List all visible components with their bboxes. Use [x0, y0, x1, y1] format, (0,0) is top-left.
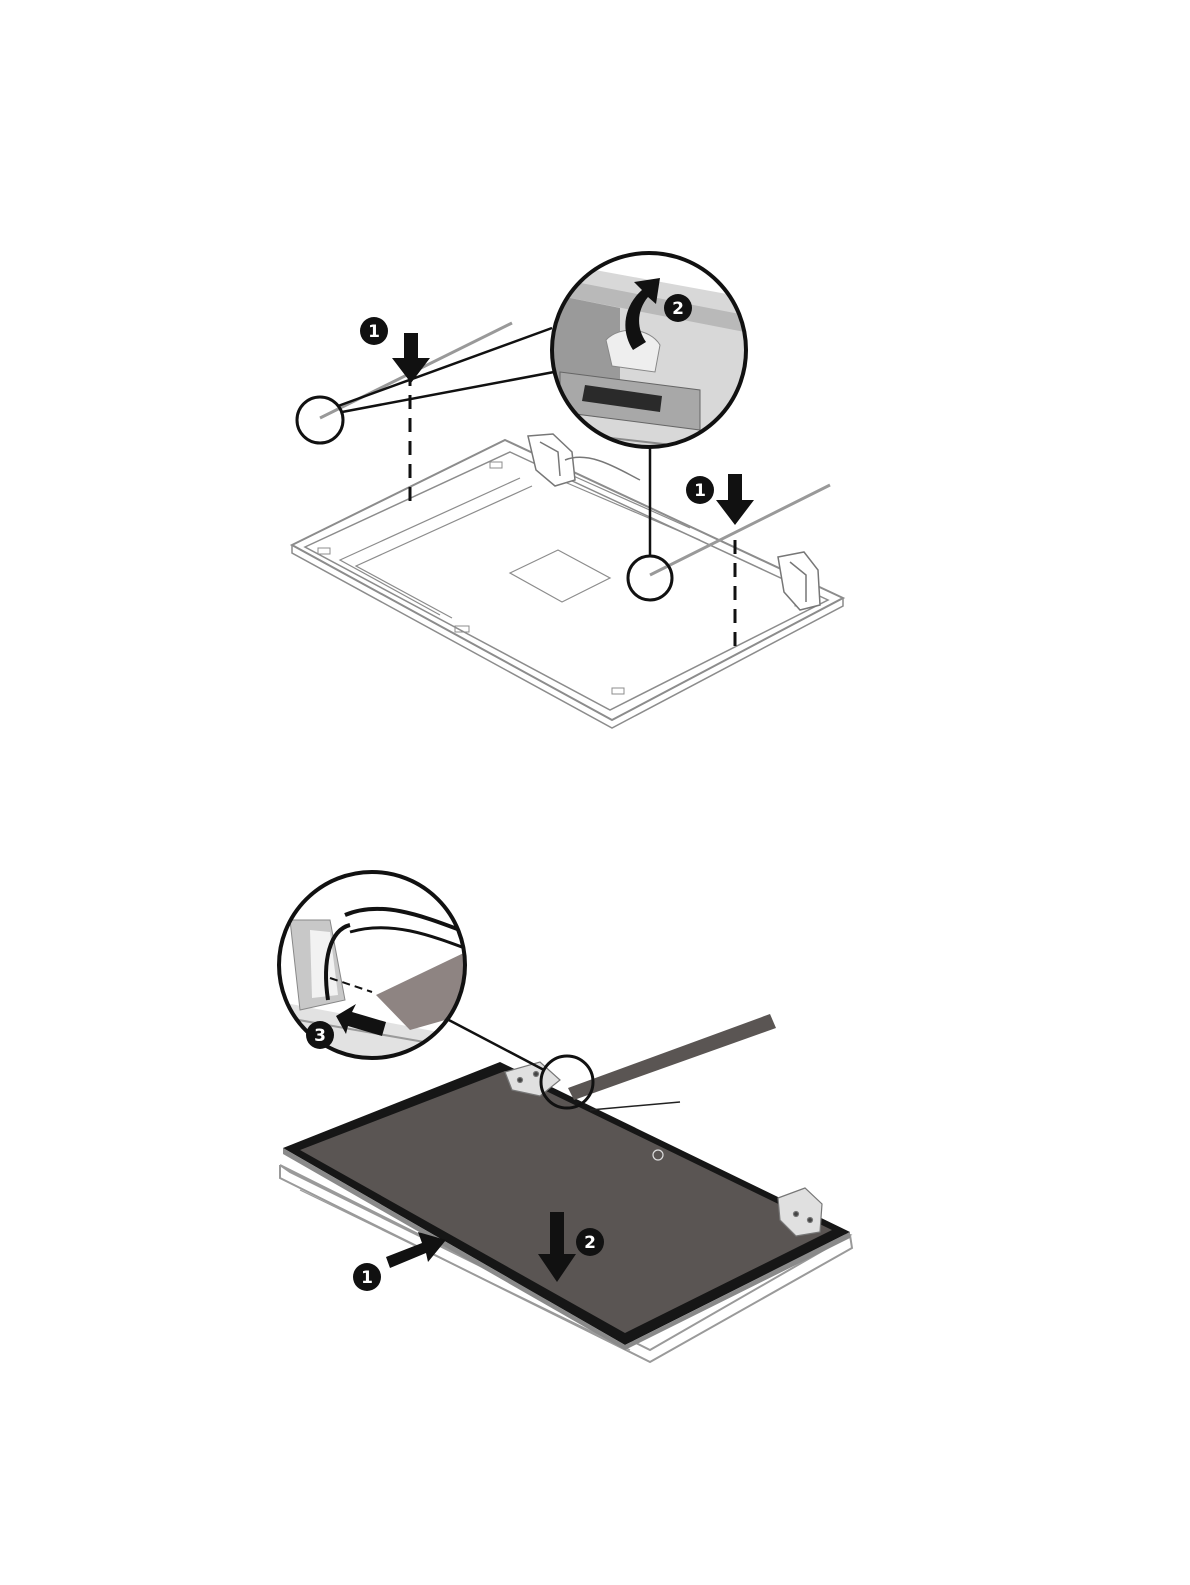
magnified-cable-detail [270, 872, 480, 1070]
callout-2: 2 [664, 294, 692, 322]
svg-text:3: 3 [314, 1026, 326, 1046]
figure-antenna-removal: 1 1 2 [0, 0, 1190, 760]
callout-1: 1 [353, 1263, 381, 1291]
figure-display-panel-removal: 1 2 3 [0, 760, 1190, 1585]
magnified-tape-detail [540, 253, 760, 460]
svg-text:1: 1 [361, 1268, 373, 1288]
callout-1-right: 1 [686, 476, 714, 504]
down-arrow-right [716, 474, 754, 525]
magnifier-leader-line [445, 1018, 544, 1070]
display-cable [568, 1014, 776, 1100]
callout-2: 2 [576, 1228, 604, 1256]
svg-text:2: 2 [584, 1233, 596, 1253]
display-back-cover [292, 440, 843, 728]
svg-text:1: 1 [694, 481, 706, 501]
svg-text:1: 1 [368, 322, 380, 342]
display-panel [283, 1062, 850, 1350]
callout-1-left: 1 [360, 317, 388, 345]
svg-text:2: 2 [672, 299, 684, 319]
callout-3: 3 [306, 1021, 334, 1049]
detail-circle-left [297, 397, 343, 443]
